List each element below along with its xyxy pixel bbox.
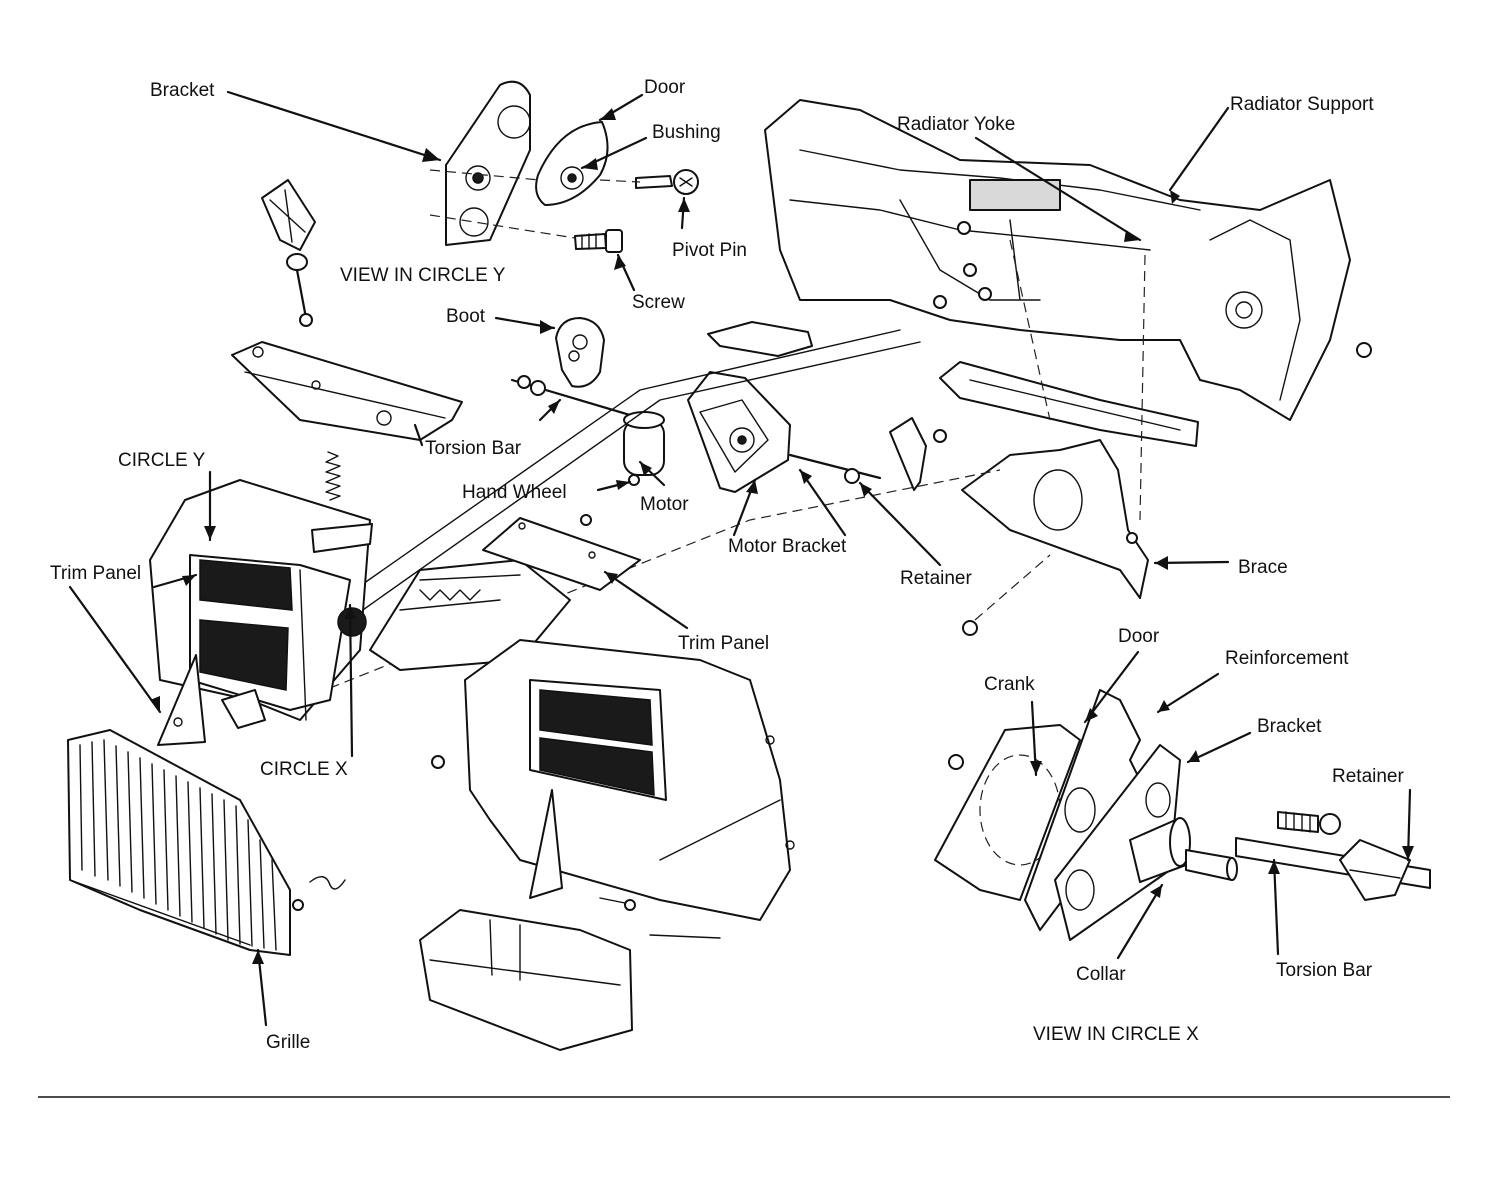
label-trim-panel-left: Trim Panel [50, 563, 141, 584]
hand-wheel-rod [510, 375, 642, 420]
label-hand-wheel: Hand Wheel [462, 482, 567, 503]
label-view-circle-y: VIEW IN CIRCLE Y [340, 265, 506, 286]
spring [325, 451, 341, 501]
circle-y-door [535, 121, 609, 206]
motor [623, 411, 665, 486]
label-boot: Boot [446, 306, 486, 327]
label-torsion-bar-x: Torsion Bar [1276, 960, 1373, 981]
boot [555, 317, 605, 388]
left-trim-panel-wedge [157, 654, 266, 746]
circle-x-reinforcement [1024, 689, 1146, 931]
label-trim-panel-mid: Trim Panel [678, 633, 769, 654]
mid-trim-panel [482, 514, 641, 591]
label-door-x: Door [1118, 626, 1160, 647]
circle-y-bracket [445, 80, 531, 246]
brace [961, 439, 1149, 599]
circle-x-screw [948, 754, 1341, 835]
label-retainer-x: Retainer [1332, 766, 1404, 787]
right-trim-panel-wedge [431, 755, 636, 911]
label-motor: Motor [640, 494, 689, 515]
retainer-rod [788, 417, 947, 491]
label-door-top: Door [644, 77, 686, 98]
label-motor-bracket: Motor Bracket [728, 536, 847, 557]
brace-screw [962, 554, 1051, 636]
label-reinforcement: Reinforcement [1225, 648, 1349, 669]
circle-x-retainer [1339, 839, 1411, 901]
label-bushing: Bushing [652, 122, 721, 143]
label-crank: Crank [984, 674, 1035, 695]
label-grille: Grille [266, 1032, 310, 1053]
label-radiator-support: Radiator Support [1230, 94, 1374, 115]
label-circle-y: CIRCLE Y [118, 450, 206, 471]
label-brace: Brace [1238, 557, 1288, 578]
torsion-bar-upper [231, 341, 463, 441]
right-headlamp-housing [464, 639, 795, 921]
small-link [707, 321, 813, 357]
radiator-support [764, 99, 1372, 421]
circle-y-pivot-pin [635, 169, 699, 195]
label-circle-x: CIRCLE X [260, 759, 348, 780]
label-bracket-x: Bracket [1257, 716, 1322, 737]
lower-rail [939, 361, 1199, 447]
circle-y-screw [574, 229, 623, 253]
arrowheads [150, 108, 1414, 964]
label-retainer-mid: Retainer [900, 568, 972, 589]
label-radiator-yoke: Radiator Yoke [897, 114, 1015, 135]
grille [67, 729, 346, 956]
label-bracket-top: Bracket [150, 80, 215, 101]
circle-x-bracket [1054, 744, 1181, 941]
label-torsion-bar-top: Torsion Bar [425, 438, 522, 459]
left-headlamp-housing [149, 479, 373, 721]
label-screw: Screw [632, 292, 685, 313]
latch-handle [261, 179, 316, 327]
label-pivot-pin: Pivot Pin [672, 240, 747, 261]
label-collar: Collar [1076, 964, 1126, 985]
lower-bumper-piece [419, 909, 721, 1051]
circle-x-collar [1129, 817, 1238, 883]
label-view-circle-x: VIEW IN CIRCLE X [1033, 1024, 1199, 1045]
